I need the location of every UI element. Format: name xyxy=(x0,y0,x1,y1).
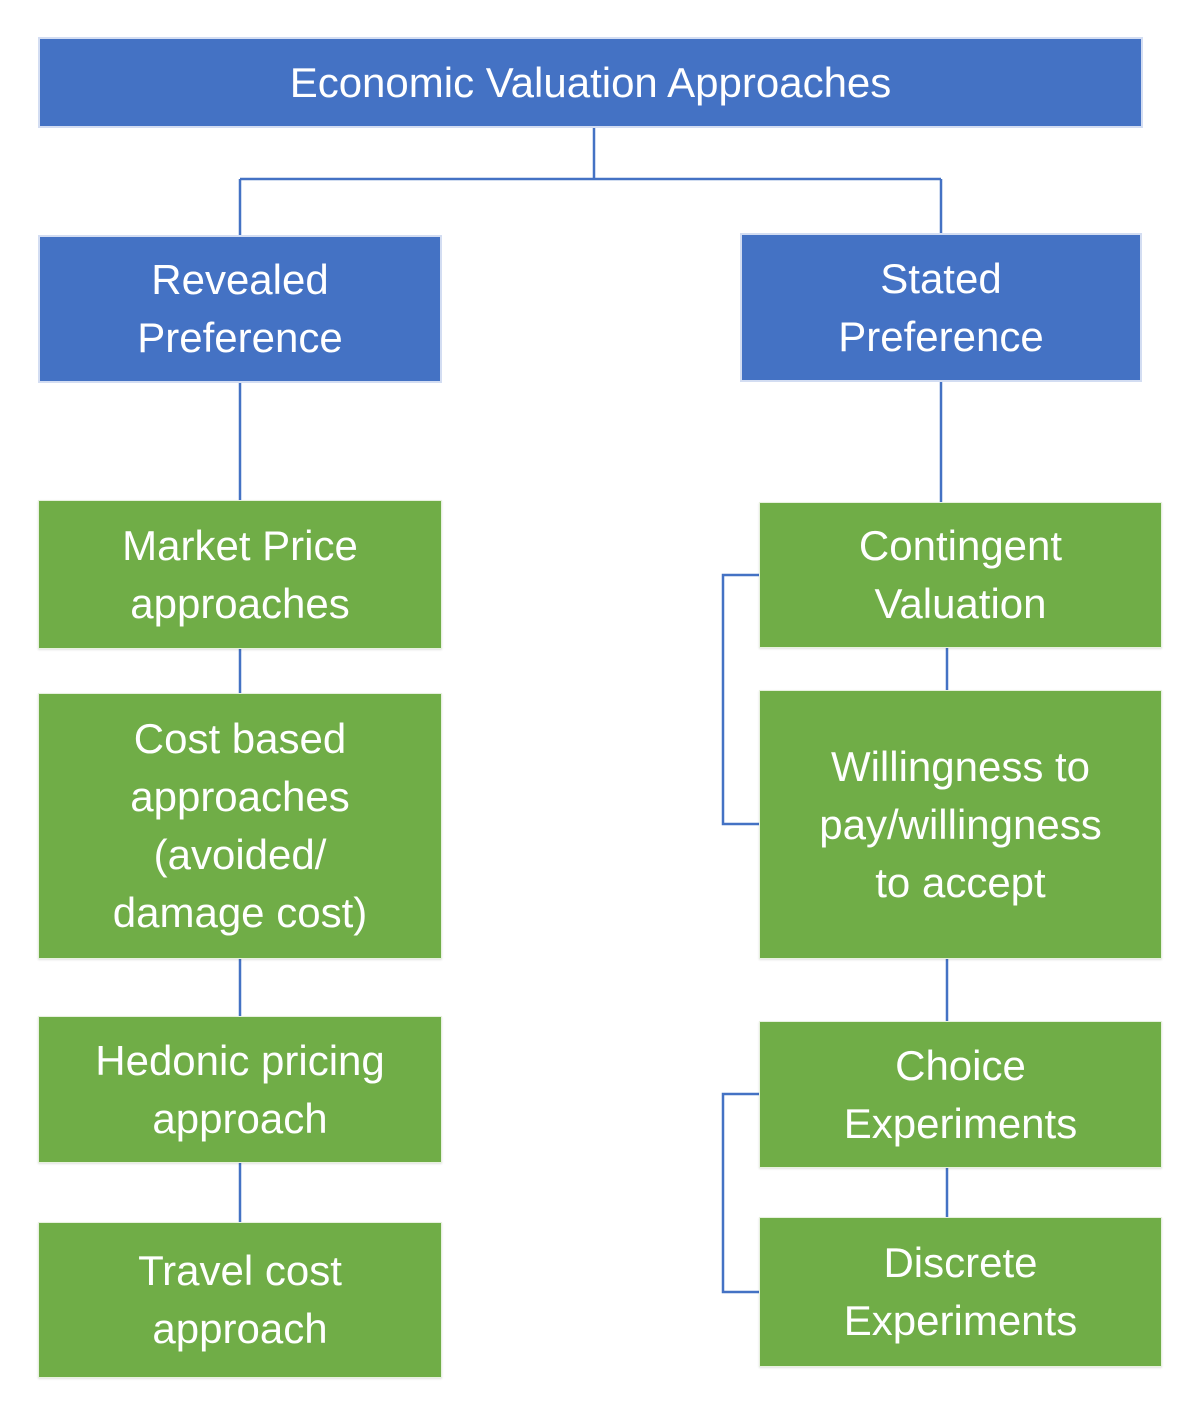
leaf-node-choice-experiments: Choice Experiments xyxy=(759,1021,1162,1168)
leaf-node-market-price-approaches: Market Price approaches xyxy=(38,500,442,649)
leaf-node-contingent-valuation: Contingent Valuation xyxy=(759,502,1162,648)
leaf-node-hedonic-pricing-approach: Hedonic pricing approach xyxy=(38,1016,442,1163)
branch-node-stated-preference: Stated Preference xyxy=(740,233,1142,382)
leaf-node-willingness-to-pay-accept: Willingness to pay/willingness to accept xyxy=(759,690,1162,959)
bracket-contingent-willingness xyxy=(721,573,760,826)
leaf-node-discrete-experiments: Discrete Experiments xyxy=(759,1217,1162,1367)
leaf-node-cost-based-approaches: Cost based approaches (avoided/ damage c… xyxy=(38,693,442,959)
branch-node-revealed-preference: Revealed Preference xyxy=(38,235,442,383)
root-node-economic-valuation-approaches: Economic Valuation Approaches xyxy=(38,37,1143,128)
bracket-choice-discrete xyxy=(721,1092,760,1294)
leaf-node-travel-cost-approach: Travel cost approach xyxy=(38,1222,442,1378)
